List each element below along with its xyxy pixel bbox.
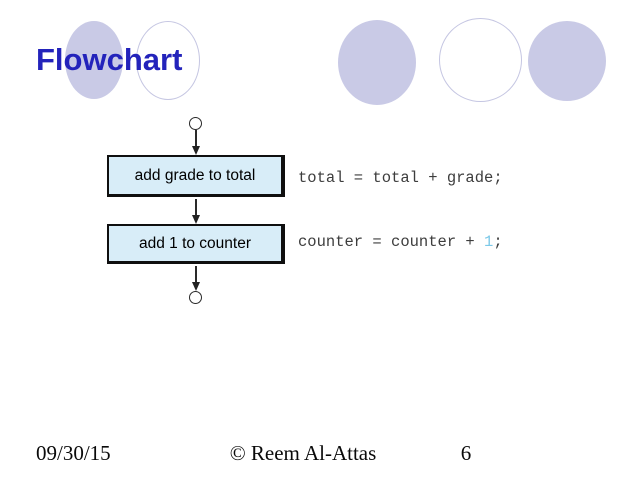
flow-box-add-grade: add grade to total — [107, 155, 285, 197]
decor-ellipse-outline-2 — [439, 18, 522, 102]
arrow-down-icon — [191, 146, 200, 155]
flow-box-add-counter: add 1 to counter — [107, 224, 285, 264]
footer-date: 09/30/15 — [36, 441, 111, 465]
arrow-down-icon — [191, 282, 200, 291]
slide-title: Flowchart — [36, 42, 183, 77]
flow-arrow-stem — [195, 130, 197, 147]
flow-start-connector-circle-icon — [189, 117, 202, 130]
code-line-counter: counter = counter + 1; — [298, 234, 503, 250]
arrow-down-icon — [191, 215, 200, 224]
footer-copyright: © Reem Al-Attas — [229, 441, 377, 465]
code-counter-suffix: ; — [493, 233, 503, 251]
decor-ellipse-outline-1 — [136, 21, 200, 100]
flow-box-label: add 1 to counter — [138, 234, 252, 252]
decor-ellipse-filled-1 — [65, 21, 123, 99]
footer-slide-number: 6 — [460, 441, 472, 465]
decor-ellipse-filled-2 — [338, 20, 416, 105]
flow-box-label: add grade to total — [134, 166, 256, 184]
decor-ellipse-filled-3 — [528, 21, 606, 101]
code-counter-highlight-value: 1 — [484, 233, 494, 251]
code-counter-prefix: counter = counter + — [298, 233, 485, 251]
flow-end-connector-circle-icon — [189, 291, 202, 304]
flow-arrow-stem — [195, 266, 197, 283]
code-line-total: total = total + grade; — [298, 169, 503, 187]
flow-arrow-stem — [195, 199, 197, 216]
